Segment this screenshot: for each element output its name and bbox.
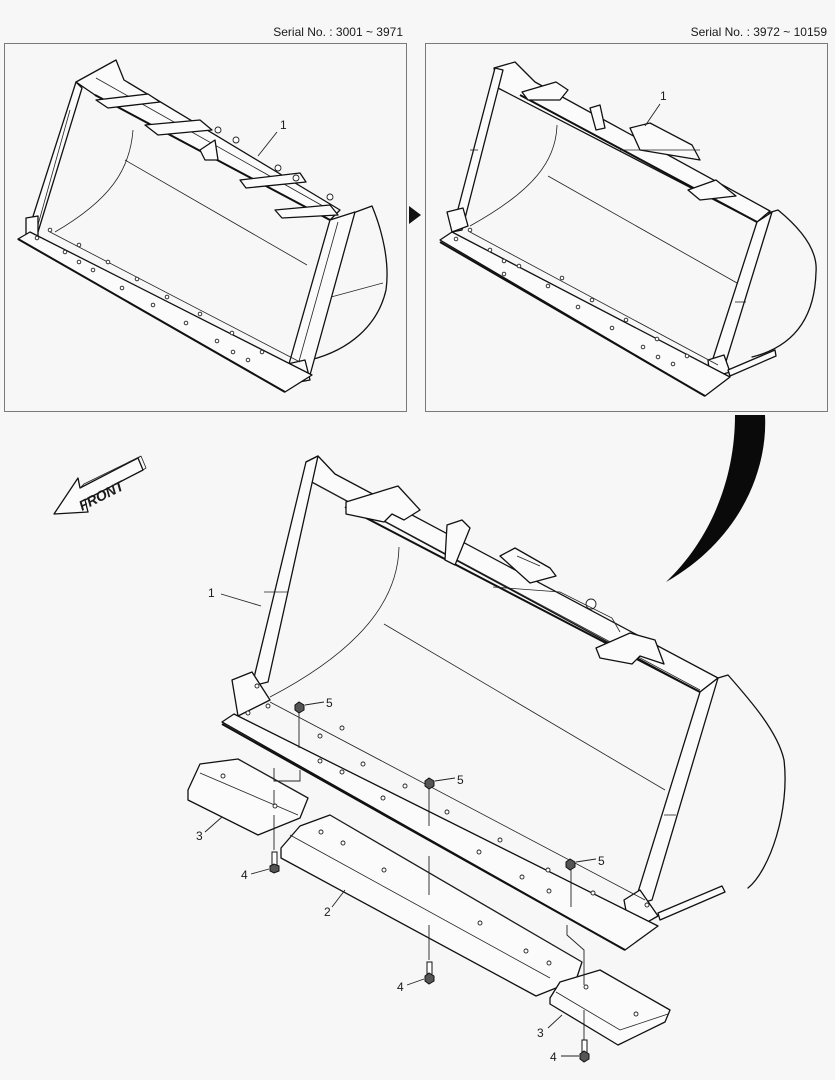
callout-5-right: 5 — [598, 854, 605, 868]
nut-center: 5 — [424, 773, 464, 790]
callout-4-right: 4 — [550, 1050, 557, 1064]
curved-arrow-icon — [666, 415, 766, 582]
callout-4-center: 4 — [397, 980, 404, 994]
lip-bolt-holes-main — [245, 703, 596, 896]
lip-bolt-holes-late — [453, 227, 690, 367]
serial-number-left: Serial No. : 3001 ~ 3971 — [273, 25, 403, 39]
serial-number-right: Serial No. : 3972 ~ 10159 — [690, 25, 827, 39]
callout-1-late: 1 — [660, 89, 667, 103]
center-cutting-edge — [280, 814, 583, 997]
nut-right: 5 — [565, 854, 605, 871]
callout-5-left: 5 — [326, 696, 333, 710]
bolt-right: 4 — [550, 1039, 590, 1064]
bolt-left: 4 — [241, 851, 280, 882]
bucket-main-drawing: 5 5 5 4 4 4 — [187, 455, 786, 1064]
lip-bolt-holes-early — [34, 227, 265, 363]
callout-1-main: 1 — [208, 586, 215, 600]
bolt-center: 4 — [397, 961, 435, 994]
side-cutting-edge-right — [549, 969, 671, 1046]
callout-3-left: 3 — [196, 829, 203, 843]
callout-1-early: 1 — [280, 118, 287, 132]
callout-4-left: 4 — [241, 868, 248, 882]
front-direction-arrow: FRONT — [53, 455, 147, 515]
callout-3-right: 3 — [537, 1026, 544, 1040]
side-cutting-edge-left — [187, 758, 309, 836]
arrow-right-icon — [409, 206, 421, 224]
nut-left: 5 — [294, 696, 333, 714]
bucket-early-drawing: 1 — [17, 59, 388, 393]
bucket-late-drawing: 1 — [439, 61, 817, 397]
callout-2-main: 2 — [324, 905, 331, 919]
callout-5-center: 5 — [457, 773, 464, 787]
